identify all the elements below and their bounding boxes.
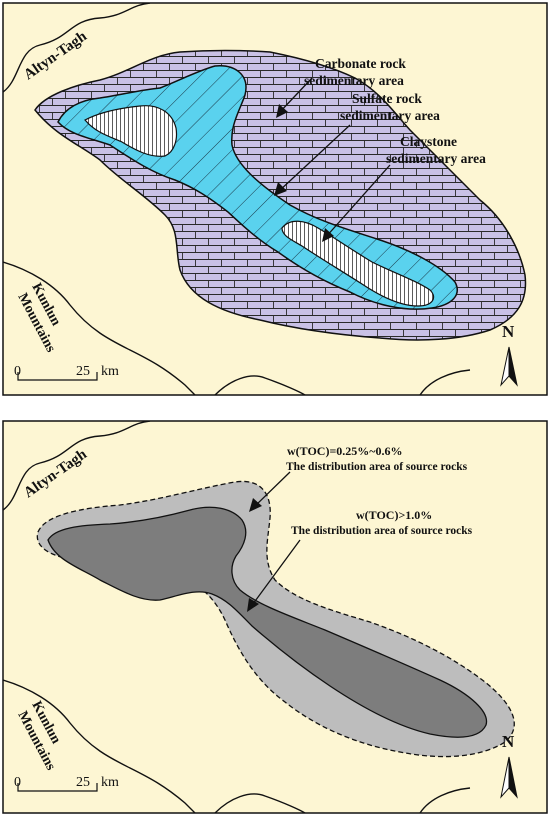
bottom-arrows — [247, 471, 301, 612]
label-carbonate-line2: sedimentary area — [304, 73, 404, 88]
label-toc-high-line2: The distribution area of source rocks — [291, 525, 473, 537]
terrain-line-kunlun — [3, 261, 196, 395]
north-arrow-icon: N — [500, 322, 518, 387]
toc-high-area — [47, 506, 488, 738]
scale-unit-label-bottom: km — [101, 775, 119, 790]
terrain-line-east-bottom — [419, 787, 471, 813]
label-sulfate-line2: sedimentary area — [340, 108, 440, 123]
scale-unit-label: km — [101, 364, 119, 379]
terrain-line-southeast — [214, 375, 306, 395]
label-claystone-line2: sedimentary area — [386, 151, 486, 166]
north-arrow-icon-bottom: N — [500, 732, 518, 799]
top-arrows — [274, 77, 391, 242]
bottom-panel: Altyn-Tagh Kunlun Mountains w(TOC)=0.25%… — [2, 420, 548, 814]
label-carbonate-line1: Carbonate rock — [315, 56, 406, 71]
label-sulfate-line1: Sulfate rock — [352, 91, 422, 106]
label-toc-low-line2: The distribution area of source rocks — [286, 461, 468, 473]
label-toc-high-line1: w(TOC)>1.0% — [356, 508, 432, 522]
scale-zero-label-bottom: 0 — [14, 775, 21, 790]
terrain-line-altyn — [3, 3, 151, 93]
label-claystone-line1: Claystone — [400, 134, 457, 149]
scale-value-label-bottom: 25 — [76, 775, 90, 790]
label-toc-low-line1: w(TOC)=0.25%~0.6% — [287, 444, 403, 458]
terrain-line-kunlun-bottom — [3, 679, 196, 813]
terrain-line-altyn-bottom — [3, 421, 151, 511]
north-label-bottom: N — [502, 732, 515, 751]
claystone-area-west — [84, 105, 178, 157]
north-label: N — [502, 322, 515, 341]
top-scale-bar: 0 25 km — [14, 364, 119, 381]
terrain-line-east — [419, 369, 471, 395]
terrain-line-southeast-bottom — [214, 793, 306, 813]
bottom-scale-bar: 0 25 km — [14, 775, 119, 792]
scale-value-label: 25 — [76, 364, 90, 379]
scale-zero-label: 0 — [14, 364, 21, 379]
top-panel: Altyn-Tagh Kunlun Mountains Carbonate ro… — [2, 2, 548, 396]
